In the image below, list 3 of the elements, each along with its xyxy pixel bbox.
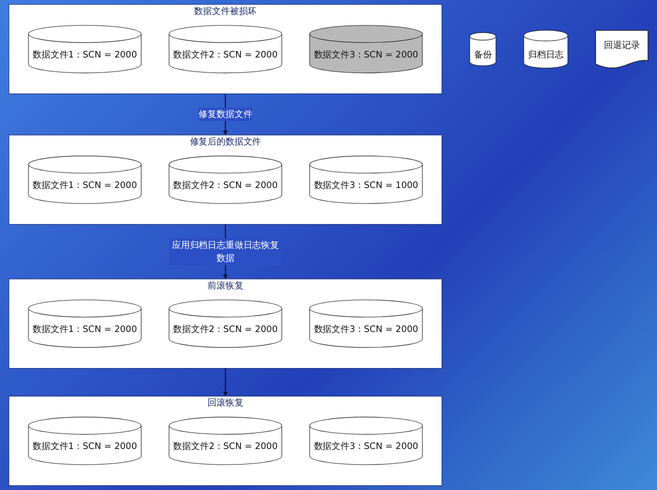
edge-label: 应用归档日志重做日志恢复数据: [172, 239, 279, 264]
arrow: [222, 368, 228, 396]
edge-label: 修复数据文件: [198, 108, 252, 120]
